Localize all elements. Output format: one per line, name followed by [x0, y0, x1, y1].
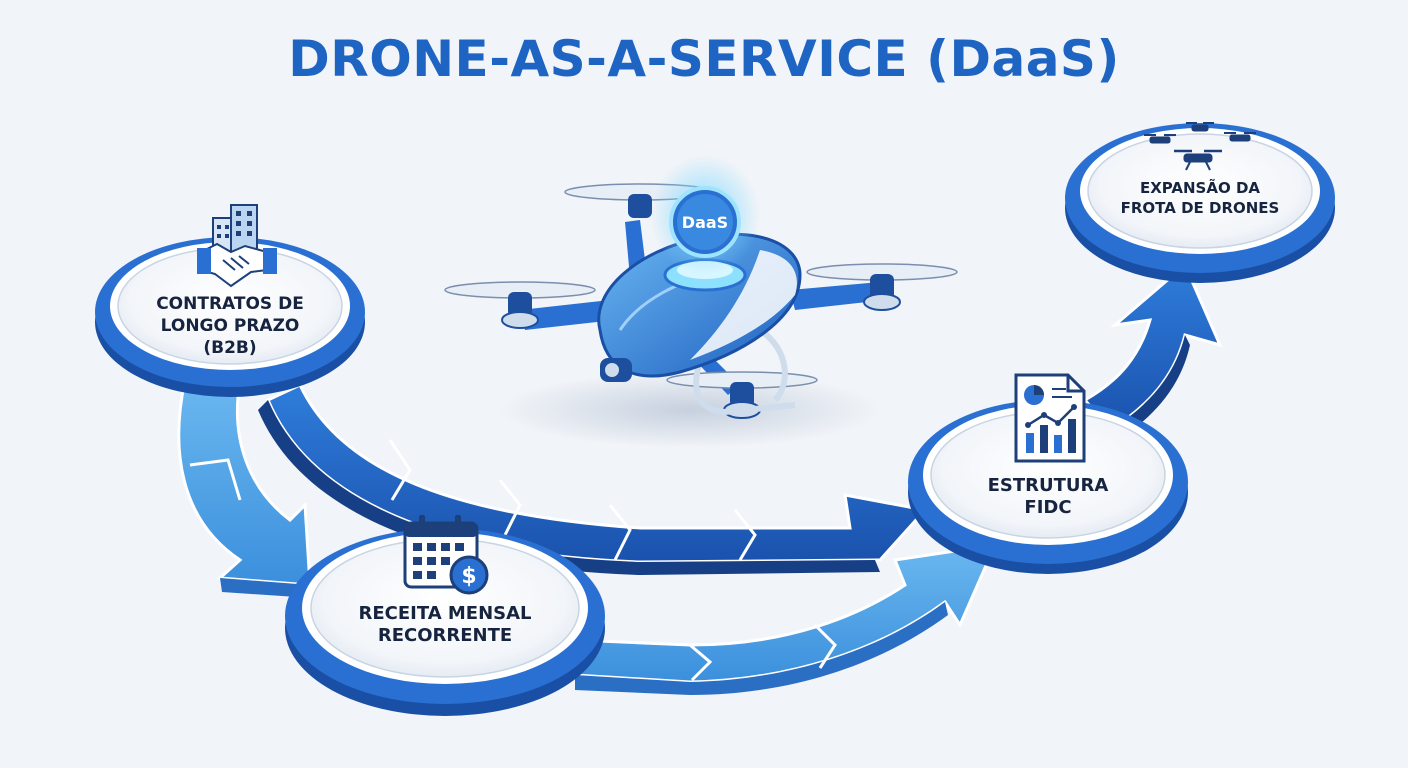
node-fidc-disc — [908, 400, 1188, 574]
node-expansao-line-1: EXPANSÃO DA — [1139, 179, 1261, 197]
daas-hub-label: DaaS — [682, 213, 728, 232]
svg-text:$: $ — [461, 564, 476, 589]
node-expansao-label: EXPANSÃO DA FROTA DE DRONES — [1100, 178, 1300, 218]
node-expansao-disc — [1065, 123, 1335, 283]
node-contratos-label: CONTRATOS DE LONGO PRAZO (B2B) — [130, 293, 330, 359]
node-receita-disc — [285, 528, 605, 716]
diagram-title: DRONE-AS-A-SERVICE (DaaS) — [288, 30, 1120, 88]
node-receita-label: RECEITA MENSAL RECORRENTE — [335, 603, 555, 647]
node-contratos-disc — [95, 237, 365, 397]
node-fidc-label: ESTRUTURA FIDC — [948, 475, 1148, 519]
drone-fleet-icon — [1144, 122, 1256, 171]
node-expansao-line-2: FROTA DE DRONES — [1120, 199, 1280, 217]
node-fidc-line-2: FIDC — [1024, 497, 1072, 518]
report-chart-icon — [1014, 373, 1086, 463]
daas-drone-illustration — [444, 155, 958, 448]
rotor-right-icon — [806, 263, 958, 311]
flow-arrow-contracts-to-receita — [177, 378, 312, 598]
node-receita-line-1: RECEITA MENSAL — [358, 603, 532, 624]
node-contratos-line-1: CONTRATOS DE — [156, 294, 304, 314]
node-fidc-line-1: ESTRUTURA — [987, 475, 1109, 496]
building-handshake-icon — [197, 204, 277, 288]
calendar-dollar-icon: $ — [403, 515, 489, 595]
node-contratos-line-3: (B2B) — [203, 338, 257, 358]
rotor-left-icon — [444, 281, 596, 329]
node-contratos-line-2: LONGO PRAZO — [160, 316, 300, 336]
flow-arrow-receita-to-fidc — [573, 543, 998, 695]
node-receita-line-2: RECORRENTE — [377, 625, 513, 646]
